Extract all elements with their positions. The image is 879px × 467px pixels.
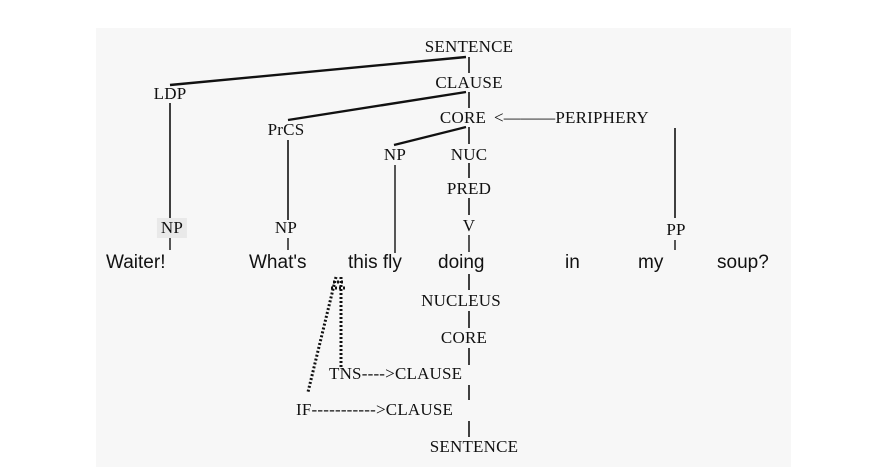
word-whats: What's [249, 252, 307, 273]
edge-clause-prcs [287, 90, 467, 122]
node-np-this-fly: NP [383, 145, 407, 164]
node-np-waiter: NP [156, 218, 188, 238]
node-core-top: CORE [439, 108, 487, 127]
word-doing: doing [438, 252, 485, 273]
node-clause-top: CLAUSE [435, 73, 503, 92]
node-core-bottom: CORE [440, 328, 488, 347]
edge-sentence-ldp [169, 55, 467, 87]
node-pp: PP [666, 220, 686, 239]
node-ldp: LDP [153, 84, 187, 103]
node-v: V [462, 216, 476, 235]
node-sentence-top: SENTENCE [424, 37, 514, 56]
node-prcs: PrCS [267, 120, 305, 139]
word-soup: soup? [717, 252, 769, 273]
edge-core-np [393, 125, 467, 147]
word-this-fly: this fly [348, 252, 402, 273]
node-nucleus: NUCLEUS [421, 291, 501, 310]
node-np-whats: NP [274, 218, 298, 237]
operator-projection [306, 276, 346, 393]
node-if-clause: IF----------->CLAUSE [296, 400, 454, 419]
word-my: my [638, 252, 664, 273]
node-sentence-bottom: SENTENCE [429, 437, 519, 456]
node-nuc: NUC [450, 145, 488, 164]
node-periphery: <———PERIPHERY [494, 108, 649, 127]
word-waiter: Waiter! [106, 252, 166, 273]
node-tns-clause: TNS---->CLAUSE [329, 364, 463, 383]
word-in: in [565, 252, 580, 273]
node-pred: PRED [446, 179, 492, 198]
